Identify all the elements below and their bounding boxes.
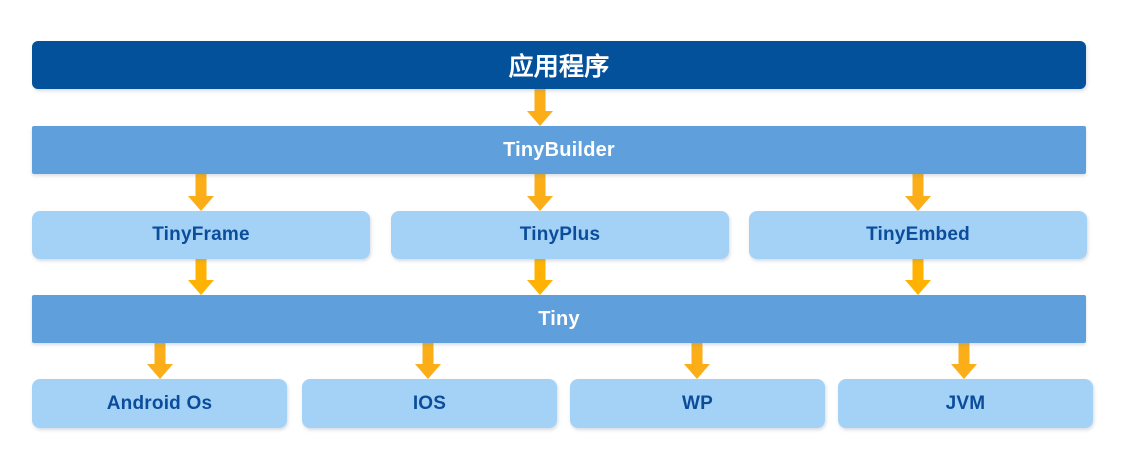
arrow-tinybuilder-to-tinyembed (901, 174, 935, 211)
arrow-tinybuilder-to-tinyplus (523, 174, 557, 211)
node-jvm[interactable]: JVM (838, 379, 1093, 428)
arrow-tinyplus-to-tiny (523, 259, 557, 295)
node-label-tiny: Tiny (538, 307, 580, 330)
node-label-tinyembed: TinyEmbed (866, 224, 970, 245)
node-label-tinyplus: TinyPlus (519, 224, 601, 245)
arrow-tinyframe-to-tiny (184, 259, 218, 295)
arrow-tiny-to-wp (680, 343, 714, 379)
node-label-wp: WP (681, 392, 713, 414)
arrow-head-icon (415, 364, 441, 379)
arrow-shaft (534, 89, 546, 111)
node-android[interactable]: Android Os (32, 379, 287, 428)
node-tinyframe[interactable]: TinyFrame (32, 211, 370, 259)
arrow-head-icon (188, 196, 214, 211)
node-label-android: Android Os (106, 392, 213, 414)
node-app[interactable]: 应用程序 (32, 41, 1086, 89)
node-ios[interactable]: IOS (302, 379, 557, 428)
arrow-tiny-to-jvm (947, 343, 981, 379)
arrow-shaft (912, 174, 924, 196)
arrow-shaft (691, 343, 703, 364)
arrow-shaft (958, 343, 970, 364)
arrow-head-icon (951, 364, 977, 379)
arrow-shaft (534, 174, 546, 196)
node-tinybuilder[interactable]: TinyBuilder (32, 126, 1086, 174)
arrow-head-icon (905, 196, 931, 211)
arrow-shaft (154, 343, 166, 364)
node-tinyembed[interactable]: TinyEmbed (749, 211, 1087, 259)
node-tinyplus[interactable]: TinyPlus (391, 211, 729, 259)
arrow-tiny-to-ios (411, 343, 445, 379)
node-tiny[interactable]: Tiny (32, 295, 1086, 343)
arrow-app-to-tinybuilder (523, 89, 557, 126)
arrow-head-icon (905, 280, 931, 295)
arrow-head-icon (684, 364, 710, 379)
arrow-tinyembed-to-tiny (901, 259, 935, 295)
arrow-shaft (912, 259, 924, 280)
arrow-shaft (422, 343, 434, 364)
node-label-tinyframe: TinyFrame (152, 224, 250, 245)
arrow-shaft (195, 174, 207, 196)
arrow-shaft (195, 259, 207, 280)
node-label-tinybuilder: TinyBuilder (503, 138, 615, 161)
arrow-tinybuilder-to-tinyframe (184, 174, 218, 211)
node-wp[interactable]: WP (570, 379, 825, 428)
arrow-head-icon (147, 364, 173, 379)
arrow-head-icon (527, 111, 553, 126)
arrow-shaft (534, 259, 546, 280)
arrow-tiny-to-android (143, 343, 177, 379)
arrow-head-icon (527, 196, 553, 211)
arrow-head-icon (188, 280, 214, 295)
node-label-app: 应用程序 (508, 53, 610, 81)
node-label-jvm: JVM (945, 392, 986, 414)
node-label-ios: IOS (412, 392, 447, 414)
arrow-head-icon (527, 280, 553, 295)
